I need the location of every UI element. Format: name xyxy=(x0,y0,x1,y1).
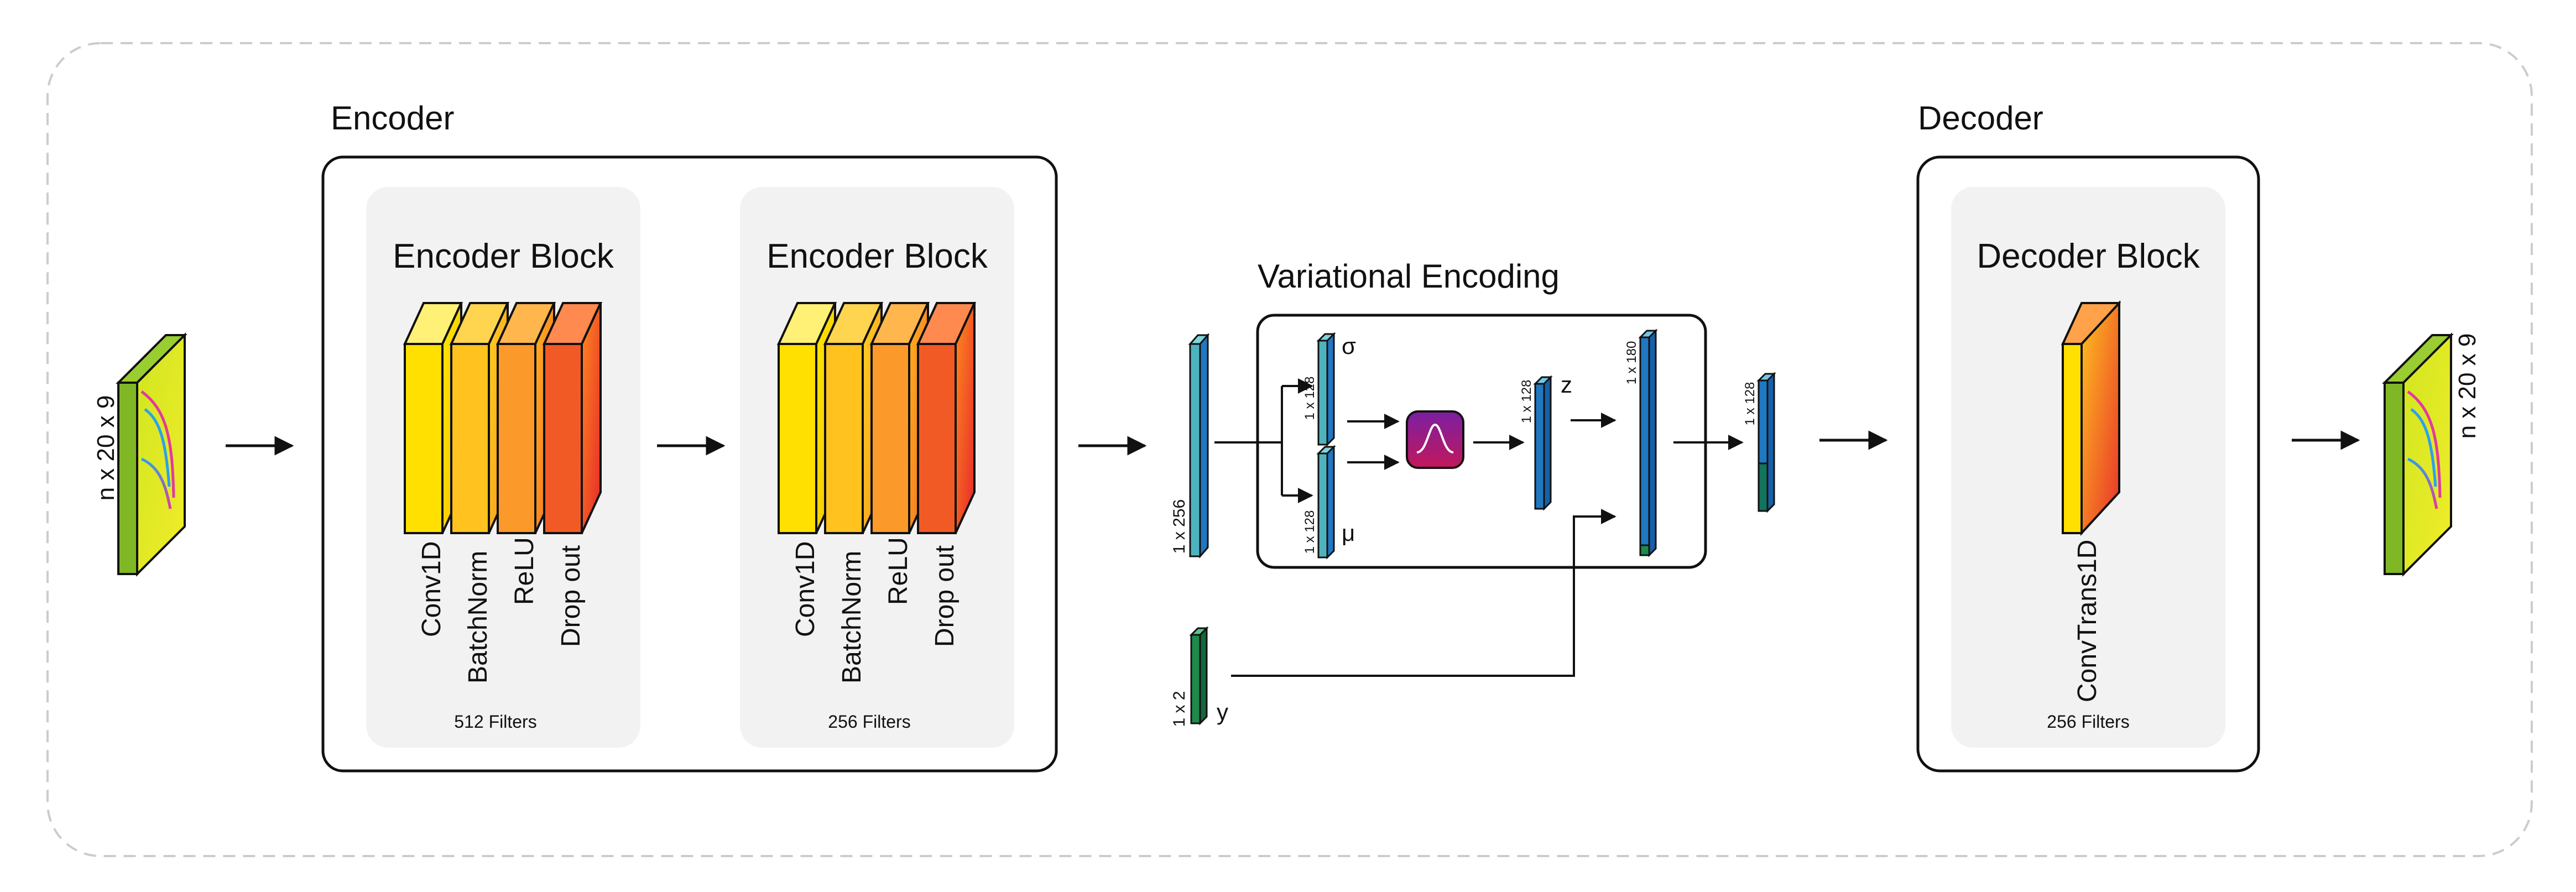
arrow-label-to-concat xyxy=(1231,509,1616,677)
dropout-layer xyxy=(916,302,977,534)
latent-output-dim-label: 1 x 128 xyxy=(1743,382,1758,426)
encoder-block-2-layer-batchnorm: BatchNorm xyxy=(837,551,867,684)
dropout-layer xyxy=(542,302,603,534)
mu-label: μ xyxy=(1342,520,1355,546)
convtrans1d-layer xyxy=(2061,300,2121,536)
encoder-block-1-filters: 512 Filters xyxy=(454,712,536,732)
sigma-label: σ xyxy=(1342,333,1356,359)
encoder-block-2-filters: 256 Filters xyxy=(828,712,910,732)
outer-frame xyxy=(46,42,2533,857)
output-shape-label: n x 20 x 9 xyxy=(2454,333,2481,439)
mu-dim-label: 1 x 128 xyxy=(1302,510,1317,554)
input-shape-label: n x 20 x 9 xyxy=(92,395,119,501)
encoder-block-1-title: Encoder Block xyxy=(393,237,614,275)
encoder-block-2-layer-relu: ReLU xyxy=(884,537,913,605)
variational-encoding-title: Variational Encoding xyxy=(1258,258,1560,295)
concat-vector-1x180 xyxy=(1638,328,1658,557)
output-tensor xyxy=(2382,332,2454,577)
decoder-layer-convtrans1d: ConvTrans1D xyxy=(2073,540,2102,702)
vector-1x256 xyxy=(1188,333,1210,559)
encoder-block-1-layer-relu: ReLU xyxy=(510,537,539,605)
decoder-block-title: Decoder Block xyxy=(1977,237,2200,275)
latent-output-vector xyxy=(1756,372,1776,513)
split-connector xyxy=(1214,386,1283,495)
sigma-vector xyxy=(1316,332,1336,447)
encoder-block-2-layer-dropout: Drop out xyxy=(930,545,960,647)
label-y-vector xyxy=(1189,626,1209,726)
mu-vector xyxy=(1316,445,1336,560)
sigma-dim-label: 1 x 128 xyxy=(1302,377,1317,420)
encoder-title: Encoder xyxy=(331,100,454,137)
input-tensor xyxy=(116,332,187,577)
encoder-block-2-layer-conv1d: Conv1D xyxy=(791,541,820,637)
encoder-block-1: Encoder Block Conv1D BatchNorm ReLU Drop… xyxy=(366,187,640,748)
label-y: y xyxy=(1217,699,1228,725)
decoder-block: Decoder Block ConvTrans1D 256 Filters xyxy=(1951,187,2225,748)
encoder-block-1-layer-dropout: Drop out xyxy=(556,545,586,647)
z-label: z xyxy=(1561,372,1572,398)
vector-1x256-label: 1 x 256 xyxy=(1170,499,1188,554)
z-dim-label: 1 x 128 xyxy=(1519,380,1534,424)
z-vector xyxy=(1533,375,1553,511)
decoder-title: Decoder xyxy=(1918,100,2043,137)
encoder-block-1-layer-conv1d: Conv1D xyxy=(417,541,446,637)
gaussian-sampler-icon xyxy=(1406,410,1464,469)
concat-dim-label: 1 x 180 xyxy=(1624,341,1639,385)
encoder-block-2-title: Encoder Block xyxy=(766,237,988,275)
label-dim-label: 1 x 2 xyxy=(1170,691,1188,727)
decoder-block-filters: 256 Filters xyxy=(2047,712,2129,732)
encoder-block-1-layer-batchnorm: BatchNorm xyxy=(463,551,493,684)
encoder-block-2: Encoder Block Conv1D BatchNorm ReLU Drop… xyxy=(740,187,1014,748)
